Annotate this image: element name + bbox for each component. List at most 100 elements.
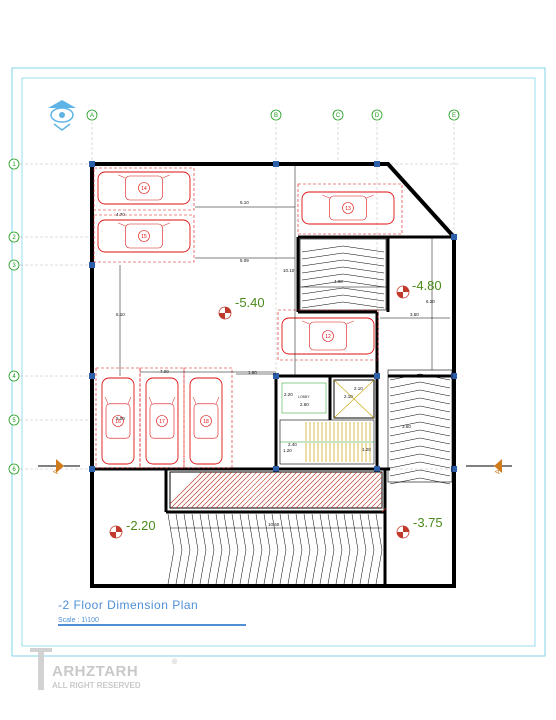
dim-left-height: 5.10 xyxy=(116,312,125,317)
dim-bottom-span: 10.60 xyxy=(268,522,280,527)
brand-name: ARHZTARH xyxy=(52,663,138,680)
dim-corridor: 1.80 xyxy=(248,370,257,375)
grid-col-b-label: B xyxy=(274,113,278,119)
grid-row-3-label: 3 xyxy=(12,263,16,269)
dim-lobby-depth: 2.60 xyxy=(300,402,309,407)
grid-row-5: 5 xyxy=(8,414,20,426)
grid-col-d: D xyxy=(371,109,383,121)
lobby-label: LOBBY xyxy=(298,395,310,399)
grid-row-2: 2 xyxy=(8,231,20,243)
grid-col-e: E xyxy=(448,109,460,121)
parking-spot-outline xyxy=(95,367,141,469)
title-underline xyxy=(58,624,246,626)
grid-row-6-label: 6 xyxy=(12,467,16,473)
brand-logo: ARHZTARH ® ALL RIGHT RESERVED xyxy=(30,648,178,690)
level-main: -5.40 xyxy=(218,295,265,320)
grid-col-c-label: C xyxy=(336,113,341,119)
dim-row-bays: 7.00 xyxy=(160,369,169,374)
section-mark-left-label: A xyxy=(53,469,60,474)
dimension-lines xyxy=(119,165,450,529)
parking-spot-outline xyxy=(277,309,379,361)
dim-stair-b: 1.20 xyxy=(362,447,371,452)
car-icon: 17 xyxy=(145,377,179,465)
level-main-label: -5.40 xyxy=(235,295,265,310)
grid-row-markers: 1 2 3 4 5 6 xyxy=(8,158,20,475)
parking-spot-outline xyxy=(297,183,403,235)
parking-spot-number: 12 xyxy=(325,334,331,340)
dimension-labels: 5.10 4.70 5.09 10.10 4.00 5.10 6.20 3.50… xyxy=(116,200,435,527)
brand-registered: ® xyxy=(172,658,178,666)
dim-ramp-height: 10.10 xyxy=(283,268,295,273)
dim-mid-span: 5.09 xyxy=(240,258,249,263)
grid-col-a: A xyxy=(86,109,98,121)
parking-cars: 14 15 13 12 16 17 18 xyxy=(93,167,403,469)
level-ramp-top-label: -4.80 xyxy=(412,278,442,293)
parking-spot-number: 13 xyxy=(345,206,351,212)
car-icon: 13 xyxy=(301,191,395,225)
grid-col-d-label: D xyxy=(375,113,380,119)
car-icon: 12 xyxy=(281,317,375,355)
level-right-bottom: -3.75 xyxy=(396,515,443,539)
car-icon: 14 xyxy=(97,171,191,205)
parking-spot-outline xyxy=(183,367,233,469)
dim-top-span: 5.10 xyxy=(240,200,249,205)
car-icon: 18 xyxy=(189,377,223,465)
stairs xyxy=(279,419,375,465)
elevator xyxy=(333,379,375,419)
level-left-bottom-label: -2.20 xyxy=(126,518,156,533)
plan-title: -2 Floor Dimension Plan xyxy=(58,598,198,612)
section-mark-right-label: A xyxy=(495,469,502,474)
parking-spot-number: 15 xyxy=(141,234,147,240)
dim-car-depth: 4.70 xyxy=(116,212,125,217)
dim-stair-a: 1.20 xyxy=(283,448,292,453)
grid-row-1: 1 xyxy=(8,158,20,170)
dim-elevator-w: 2.10 xyxy=(354,386,363,391)
lobby: LOBBY xyxy=(281,382,327,414)
ramp-bottom xyxy=(167,513,383,585)
level-left-bottom: -2.20 xyxy=(109,518,156,539)
grid-col-a-label: A xyxy=(90,113,94,119)
section-marker-left: A xyxy=(38,459,80,474)
parking-spot-outline xyxy=(139,367,185,469)
dim-stair-w: 2.40 xyxy=(288,442,297,447)
section-marker-right: A xyxy=(466,459,512,474)
dim-side-ramp: 3.60 xyxy=(402,424,411,429)
grid-col-c: C xyxy=(332,109,344,121)
parking-spot-outline xyxy=(93,167,195,211)
ramp-center xyxy=(299,238,387,311)
outer-frame xyxy=(11,67,546,657)
grid-row-2-label: 2 xyxy=(12,235,16,241)
parking-spot-number: 14 xyxy=(141,186,147,192)
grid-col-e-label: E xyxy=(452,113,456,119)
parking-spot-number: 16 xyxy=(115,419,121,425)
grid-row-3: 3 xyxy=(8,259,20,271)
parking-spot-number: 17 xyxy=(159,419,165,425)
car-icon: 15 xyxy=(97,219,191,253)
grid-row-1-label: 1 xyxy=(12,162,16,168)
car-icon: 16 xyxy=(101,377,135,465)
hatched-slab xyxy=(169,471,387,513)
dim-ramp-width: 4.00 xyxy=(334,279,343,284)
plan-scale: Scale : 1\100 xyxy=(58,617,99,624)
dim-lobby-width: 2.20 xyxy=(284,392,293,397)
columns xyxy=(89,161,457,472)
grid-col-b: B xyxy=(270,109,282,121)
dim-right-width: 3.50 xyxy=(410,312,419,317)
level-right-bottom-label: -3.75 xyxy=(413,515,443,530)
grid-column-markers: A B C D E xyxy=(86,109,460,121)
ramp-right xyxy=(387,369,453,485)
grid-row-6: 6 xyxy=(8,463,20,475)
interior-walls xyxy=(92,235,454,586)
dim-elevator-d: 2.10 xyxy=(344,394,353,399)
level-markers: -5.40 -4.80 -2.20 -3.75 xyxy=(109,278,443,539)
dim-bay-depth: 5.00 xyxy=(116,416,125,421)
level-ramp-top: -4.80 xyxy=(396,278,442,299)
compass-icon xyxy=(48,100,76,131)
grid-row-5-label: 5 xyxy=(12,418,16,424)
inner-frame xyxy=(21,77,536,647)
grid-row-4: 4 xyxy=(8,370,20,382)
dim-right-height: 6.20 xyxy=(426,299,435,304)
parking-spot-number: 18 xyxy=(203,419,209,425)
grid-row-4-label: 4 xyxy=(12,374,16,380)
